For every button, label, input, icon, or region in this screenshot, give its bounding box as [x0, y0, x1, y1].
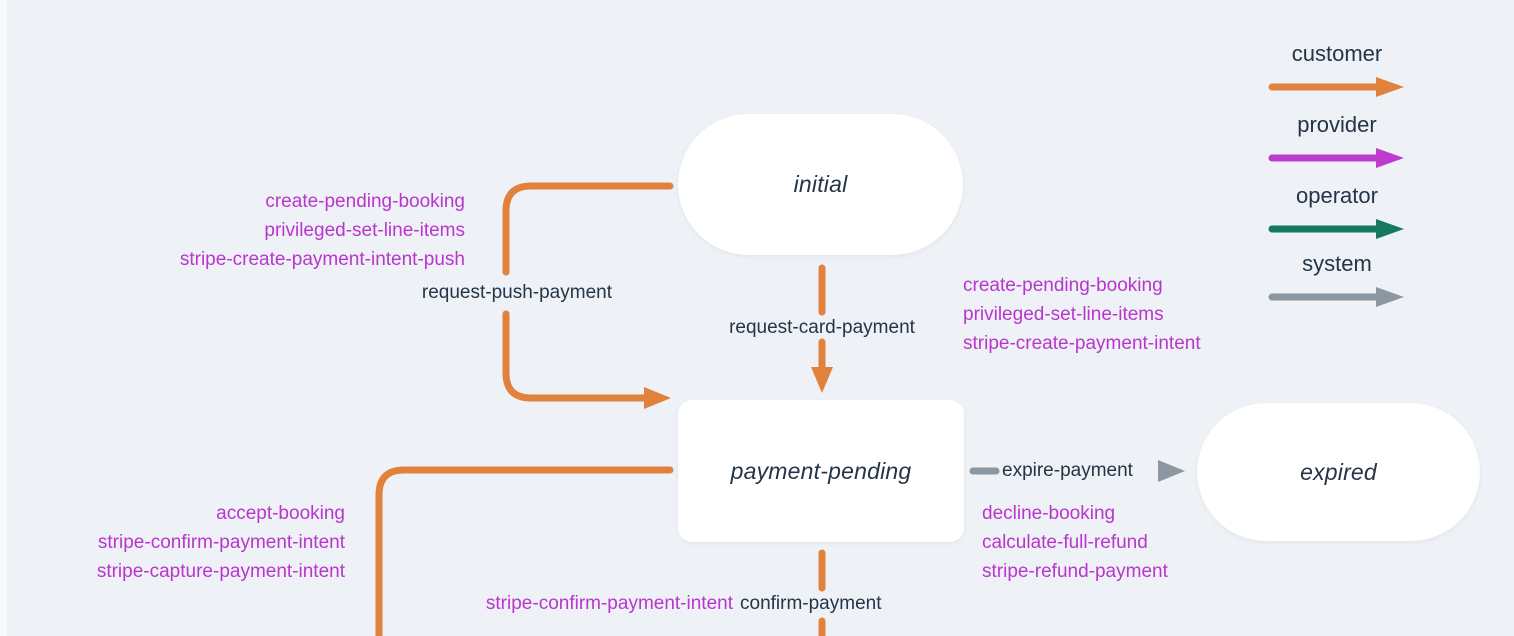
action-item: calculate-full-refund [982, 532, 1148, 553]
edge-request-push-payment-arrowhead-icon [644, 387, 671, 409]
action-item: stripe-confirm-payment-intent [485, 593, 733, 614]
state-label: initial [793, 171, 848, 197]
legend-label-operator: operator [1296, 183, 1378, 208]
action-item: stripe-create-payment-intent-push [179, 249, 465, 270]
provider-arrow-icon [1268, 148, 1404, 168]
operator-arrow-icon [1268, 219, 1404, 239]
system-arrow-head [1376, 287, 1404, 307]
legend: customer provider operator system [1254, 40, 1420, 320]
state-label: payment-pending [730, 457, 912, 484]
edge-request-card-payment-arrowhead-icon [811, 367, 833, 393]
legend-label-system: system [1302, 251, 1372, 276]
edge-accept-path [375, 466, 674, 636]
legend-label-provider: provider [1297, 112, 1377, 137]
state-payment-pending: payment-pending [678, 400, 964, 542]
legend-label-customer: customer [1291, 41, 1383, 66]
page-left-edge [0, 0, 7, 636]
operator-arrow-head [1376, 219, 1404, 239]
action-item: stripe-capture-payment-intent [96, 561, 345, 582]
customer-arrow-icon [1268, 77, 1404, 97]
action-item: accept-booking [216, 503, 345, 524]
state-label: expired [1300, 458, 1377, 485]
edge-request-push-payment-upper [502, 182, 674, 276]
transition-label-confirm-payment: confirm-payment [740, 593, 882, 614]
system-arrow-icon [1268, 287, 1404, 307]
edge-request-push-payment-lower [502, 310, 648, 402]
action-item: privileged-set-line-items [963, 304, 1164, 325]
customer-arrow-head [1376, 77, 1404, 97]
state-expired: expired [1197, 403, 1480, 541]
action-item: privileged-set-line-items [264, 220, 465, 241]
actions-request-push-payment: create-pending-booking privileged-set-li… [180, 187, 465, 274]
action-item: stripe-refund-payment [982, 561, 1168, 582]
actions-confirm-payment: stripe-confirm-payment-intent [486, 592, 733, 616]
provider-arrow-head [1376, 148, 1404, 168]
transition-label-request-push-payment: request-push-payment [421, 282, 612, 303]
actions-accept-booking: accept-booking stripe-confirm-payment-in… [97, 499, 345, 586]
actions-request-card-payment: create-pending-booking privileged-set-li… [963, 271, 1201, 358]
action-item: create-pending-booking [963, 275, 1163, 296]
edge-expire-payment-arrowhead-icon [1158, 460, 1185, 482]
action-item: decline-booking [982, 503, 1116, 524]
actions-decline-booking: decline-booking calculate-full-refund st… [982, 499, 1168, 586]
action-item: create-pending-booking [265, 191, 465, 212]
action-item: stripe-create-payment-intent [963, 333, 1201, 354]
state-initial: initial [678, 114, 963, 255]
transition-label-request-card-payment: request-card-payment [729, 317, 915, 338]
action-item: stripe-confirm-payment-intent [97, 532, 345, 553]
transition-label-expire-payment: expire-payment [1002, 460, 1133, 481]
